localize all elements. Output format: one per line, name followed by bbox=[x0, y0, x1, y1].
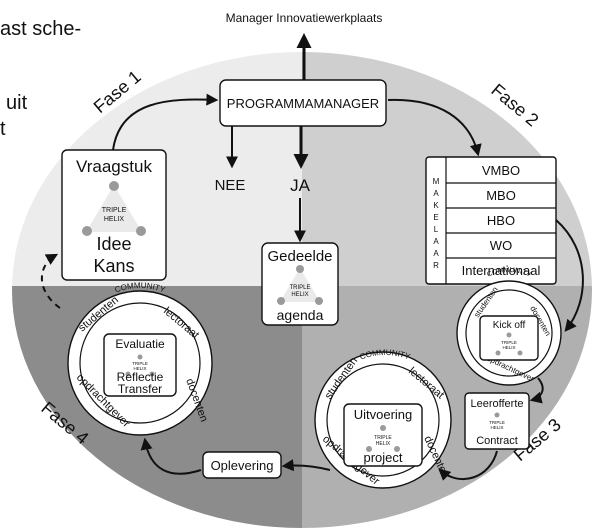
kickoff-community-circle: COMMUNITY studenten docenten opdrachtgev… bbox=[456, 267, 562, 386]
helix-dot bbox=[315, 297, 323, 305]
helix-dot bbox=[137, 354, 143, 360]
makelaar-letter: E bbox=[433, 213, 438, 222]
gedeelde-agenda-card: Gedeelde TRIPLE HELIX agenda bbox=[261, 242, 339, 326]
triple-helix-label-2: HELIX bbox=[104, 216, 125, 223]
arrow-kickoff-to-leerofferte bbox=[529, 377, 544, 404]
arrow-leerofferte-to-uitvoering bbox=[438, 450, 498, 481]
helix-dot bbox=[277, 297, 285, 305]
side-text-line-1: ast sche- bbox=[0, 18, 82, 40]
programmamanager-label: PROGRAMMAMANAGER bbox=[227, 96, 379, 111]
helix-dot bbox=[136, 226, 146, 236]
kickoff-label: Kick off bbox=[493, 320, 526, 331]
evaluatie-transfer: Transfer bbox=[118, 382, 162, 396]
helix-dot bbox=[149, 371, 155, 377]
gedeelde-title: Gedeelde bbox=[267, 248, 332, 265]
evaluatie-inner-box bbox=[103, 333, 177, 397]
level-internationaal: Internationaal bbox=[462, 263, 541, 278]
gedeelde-agenda-label: agenda bbox=[277, 307, 324, 323]
leerofferte-contract: Contract bbox=[476, 435, 518, 447]
uitvoering-inner-box bbox=[343, 403, 423, 467]
level-hbo: HBO bbox=[487, 213, 515, 228]
ja-label: JA bbox=[290, 176, 311, 195]
helix-dot bbox=[366, 446, 372, 452]
vraagstuk-kans: Kans bbox=[93, 256, 134, 276]
makelaar-letter: M bbox=[433, 177, 440, 186]
evaluatie-reflectie: Reflectie bbox=[117, 370, 164, 384]
nee-label: NEE bbox=[215, 177, 246, 194]
triple-helix-label-2: HELIX bbox=[133, 366, 146, 371]
oplevering-card: Oplevering bbox=[202, 451, 282, 479]
triple-helix-label-2: HELIX bbox=[291, 292, 308, 298]
triple-helix-label-1: TRIPLE bbox=[289, 285, 310, 291]
evaluatie-community-label: COMMUNITY bbox=[114, 281, 167, 295]
vraagstuk-title: Vraagstuk bbox=[76, 157, 152, 176]
triple-helix-triangle bbox=[280, 268, 320, 302]
side-text-line-3: t bbox=[0, 118, 6, 140]
uitvoering-project: project bbox=[363, 450, 402, 465]
oplevering-label: Oplevering bbox=[211, 458, 274, 473]
helix-dot bbox=[495, 350, 501, 356]
level-mbo: MBO bbox=[486, 188, 516, 203]
triple-helix-triangle bbox=[86, 185, 142, 232]
makelaar-letter: A bbox=[433, 249, 439, 258]
arrow-makelaar-to-kickoff bbox=[555, 219, 584, 332]
helix-dot bbox=[517, 350, 523, 356]
triple-helix-label-2: HELIX bbox=[490, 425, 503, 430]
makelaar-letter: K bbox=[433, 201, 439, 210]
helix-dot bbox=[296, 265, 304, 273]
evaluatie-title: Evaluatie bbox=[115, 337, 165, 351]
triple-helix-label-1: TRIPLE bbox=[102, 207, 127, 214]
triple-helix-label-2: HELIX bbox=[502, 345, 515, 350]
makelaar-letter: R bbox=[433, 261, 439, 270]
triple-helix-label-1: TRIPLE bbox=[132, 361, 148, 366]
uitvoering-community-circle: COMMUNITY studenten lectoraat docenten o… bbox=[314, 348, 452, 489]
vraagstuk-idee: Idee bbox=[96, 234, 131, 254]
triple-helix-label-1: TRIPLE bbox=[374, 435, 392, 441]
helix-dot bbox=[109, 181, 119, 191]
leerofferte-card: Leerofferte TRIPLE HELIX Contract bbox=[464, 392, 530, 450]
triple-helix-label-1: TRIPLE bbox=[501, 340, 517, 345]
arrow-evaluatie-to-vraagstuk bbox=[41, 253, 61, 309]
kickoff-inner-box bbox=[479, 315, 539, 361]
side-text-line-2: uit bbox=[6, 92, 28, 114]
kickoff-community-label: COMMUNITY bbox=[486, 267, 532, 279]
makelaar-letter: A bbox=[433, 237, 439, 246]
helix-dot bbox=[506, 332, 512, 338]
helix-dot bbox=[125, 371, 131, 377]
helix-dot bbox=[494, 412, 500, 418]
helix-dot bbox=[394, 446, 400, 452]
helix-dot bbox=[380, 425, 386, 431]
vraagstuk-card: Vraagstuk TRIPLE HELIX Idee Kans bbox=[61, 149, 167, 281]
uitvoering-title: Uitvoering bbox=[354, 407, 413, 422]
level-vmbo: VMBO bbox=[482, 163, 520, 178]
manager-innovatiewerkplaats-label: Manager Innovatiewerkplaats bbox=[226, 11, 383, 25]
arrow-oplevering-to-evaluatie bbox=[140, 437, 202, 475]
makelaar-letter: L bbox=[434, 225, 439, 234]
triple-helix-label-1: TRIPLE bbox=[489, 420, 505, 425]
triple-helix-label-2: HELIX bbox=[376, 441, 391, 447]
uitvoering-community-label: COMMUNITY bbox=[359, 348, 412, 362]
evaluatie-community-circle: COMMUNITY studenten lectoraat docenten o… bbox=[67, 281, 213, 436]
makelaar-letter: A bbox=[433, 189, 439, 198]
makelaar-card: M A K E L A A R VMBO MBO HBO WO Internat… bbox=[425, 156, 557, 285]
arrow-vraagstuk-to-programmamanager bbox=[112, 93, 219, 151]
makelaar-letters: M A K E L A A R bbox=[433, 177, 440, 270]
programmamanager-box bbox=[219, 79, 387, 127]
arrow-uitvoering-to-oplevering bbox=[281, 459, 331, 472]
leerofferte-title: Leerofferte bbox=[470, 398, 523, 410]
level-wo: WO bbox=[490, 238, 512, 253]
helix-dot bbox=[82, 226, 92, 236]
arrow-programmamanager-to-makelaar bbox=[387, 98, 482, 157]
